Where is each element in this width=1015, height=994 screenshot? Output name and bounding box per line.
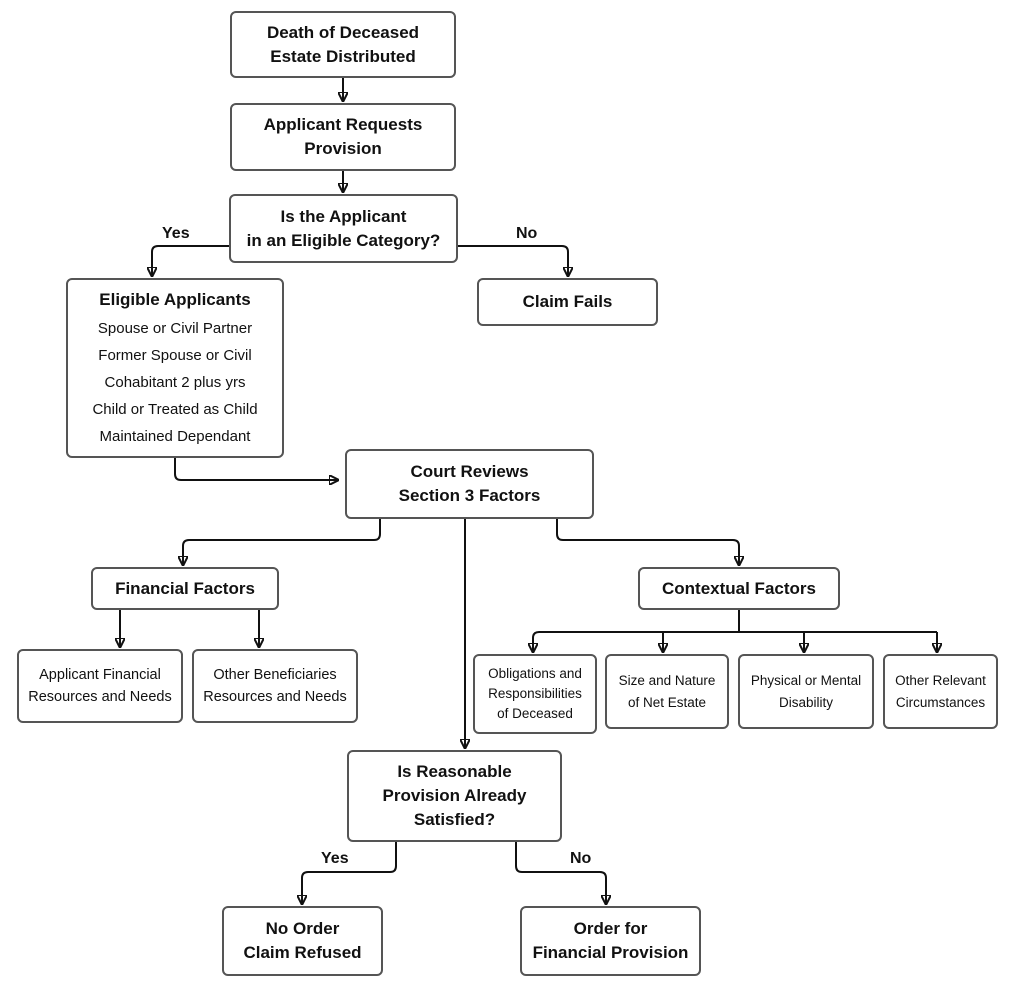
label-reasonable-no: No [570,850,592,867]
node-line: Financial Factors [115,578,255,598]
label-eligible-yes: Yes [162,225,190,242]
node-line: Other Relevant [895,672,986,688]
node-line: Estate Distributed [270,46,416,66]
eligible-item: Former Spouse or Civil [98,347,252,364]
node-contextual-factors: Contextual Factors [638,567,840,610]
node-line: Applicant Requests [263,115,423,134]
node-line: Court Reviews [410,462,529,481]
node-line: Satisfied? [413,810,496,829]
node-line: No Order [265,919,340,938]
node-line: Responsibilities [488,686,582,701]
node-court-reviews: Court Reviews Section 3 Factors [345,449,594,519]
label-reasonable-yes: Yes [321,850,349,867]
node-line: Size and Nature [618,672,716,688]
eligible-item: Maintained Dependant [99,428,251,445]
node-no-order: No Order Claim Refused [222,906,383,976]
node-applicant-financial: Applicant Financial Resources and Needs [17,649,183,723]
node-death-estate-distributed: Death of Deceased Estate Distributed [230,11,456,78]
node-line: of Net Estate [627,694,707,710]
node-other-beneficiaries: Other Beneficiaries Resources and Needs [192,649,358,723]
node-line: Order for [573,919,648,938]
node-line: Circumstances [895,694,986,710]
node-line: Disability [778,694,833,710]
arrow-court-to-contextual [556,519,739,565]
node-claim-fails: Claim Fails [477,278,658,326]
arrow-eligible-q-no [458,245,568,276]
arrow-reasonable-q-yes [302,842,397,904]
node-line: Other Beneficiaries [213,667,337,683]
eligible-item: Cohabitant 2 plus yrs [104,374,246,391]
node-line: Resources and Needs [28,689,172,705]
node-line: Applicant Financial [39,667,161,683]
node-eligible-applicants: Eligible Applicants Spouse or Civil Part… [66,278,284,458]
node-line: Claim Refused [243,943,362,962]
arrow-court-to-financial [183,519,381,565]
node-line: Resources and Needs [203,689,347,705]
node-size-nature: Size and Nature of Net Estate [605,654,729,729]
arrow-reasonable-q-no [515,842,606,904]
decision-eligible-category: Is the Applicant in an Eligible Category… [229,194,458,263]
node-line: Financial Provision [532,943,689,962]
decision-reasonable-provision: Is Reasonable Provision Already Satisfie… [347,750,562,842]
node-line: of Deceased [497,706,573,721]
node-line: Section 3 Factors [398,486,541,505]
eligible-item: Spouse or Civil Partner [97,320,253,337]
node-other-relevant: Other Relevant Circumstances [883,654,998,729]
node-line: Death of Deceased [266,22,420,42]
node-disability: Physical or Mental Disability [738,654,874,729]
arrow-contextual-to-obligations [533,631,937,652]
arrow-eligible-to-court [174,458,338,480]
label-eligible-no: No [516,225,538,242]
node-financial-factors: Financial Factors [91,567,279,610]
node-line: Physical or Mental [750,672,862,688]
arrow-eligible-q-yes [152,245,229,276]
node-line: Contextual Factors [662,578,816,598]
node-line: Is the Applicant [280,206,407,226]
node-line: in an Eligible Category? [246,230,441,250]
node-order-financial-provision: Order for Financial Provision [520,906,701,976]
eligible-applicants-title: Eligible Applicants [99,290,251,309]
node-obligations: Obligations and Responsibilities of Dece… [473,654,597,734]
node-line: Provision Already [382,786,527,805]
node-line: Is Reasonable [397,762,512,781]
node-applicant-requests-provision: Applicant Requests Provision [230,103,456,171]
eligible-item: Child or Treated as Child [92,401,258,418]
node-line: Provision [304,139,382,158]
node-line: Claim Fails [522,292,613,311]
node-line: Obligations and [488,666,582,681]
